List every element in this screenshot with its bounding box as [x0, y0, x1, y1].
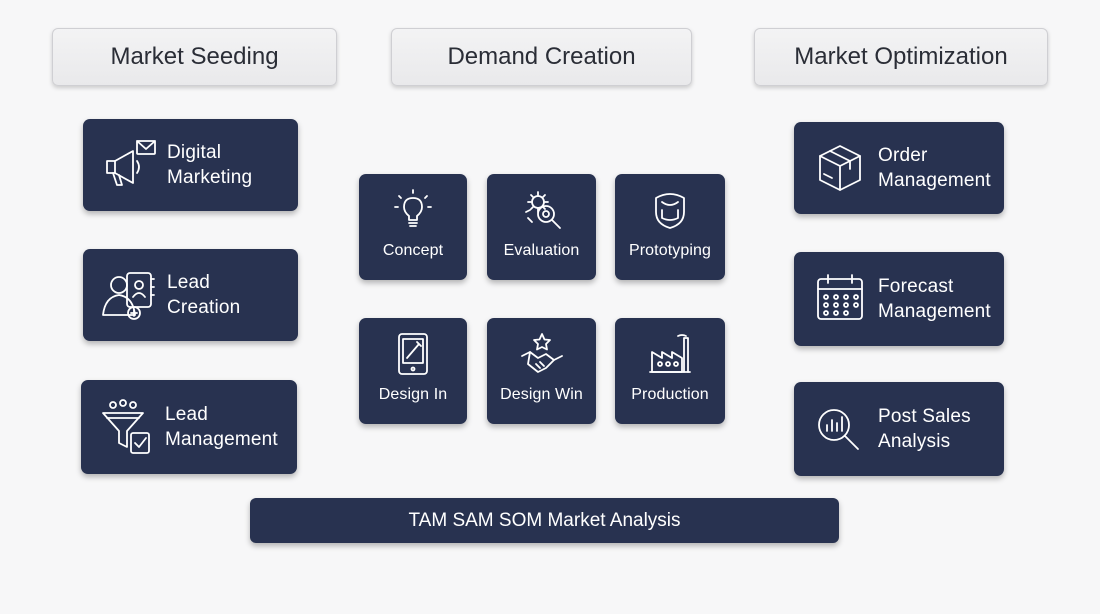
design-win-tile[interactable]: Design Win [487, 318, 596, 424]
funnel-icon [97, 397, 157, 457]
design-in-label: Design In [378, 386, 448, 403]
design-in-tile[interactable]: Design In [359, 318, 467, 424]
contact-book-icon [99, 265, 159, 325]
factory-icon [648, 332, 692, 376]
production-tile[interactable]: Production [615, 318, 725, 424]
concept-label: Concept [382, 242, 444, 259]
header-demand-creation: Demand Creation [391, 28, 692, 86]
gears-magnifier-icon [520, 188, 564, 232]
evaluation-tile[interactable]: Evaluation [487, 174, 596, 280]
prototyping-label: Prototyping [628, 242, 712, 259]
lightbulb-icon [391, 188, 435, 232]
design-win-label: Design Win [500, 386, 583, 403]
prototyping-tile[interactable]: Prototyping [615, 174, 725, 280]
header-market-optimization: Market Optimization [754, 28, 1048, 86]
concept-tile[interactable]: Concept [359, 174, 467, 280]
package-box-icon [810, 138, 870, 198]
tablet-design-icon [391, 332, 435, 376]
prototype-part-icon [648, 188, 692, 232]
evaluation-label: Evaluation [503, 242, 580, 259]
calendar-icon [810, 269, 870, 329]
handshake-star-icon [520, 332, 564, 376]
header-market-seeding: Market Seeding [52, 28, 337, 86]
magnifier-chart-icon [810, 399, 870, 459]
megaphone-mail-icon [99, 135, 159, 195]
production-label: Production [631, 386, 709, 403]
tam-sam-som-bar[interactable]: TAM SAM SOM Market Analysis [250, 498, 839, 543]
